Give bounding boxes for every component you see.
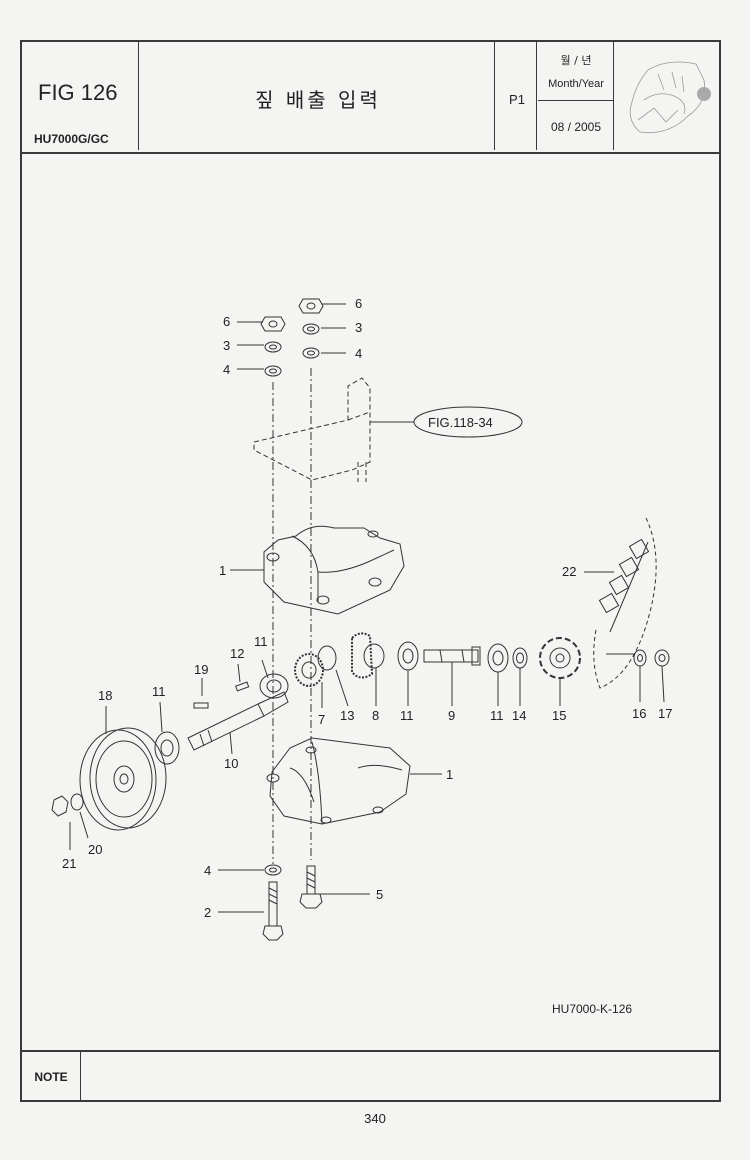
sprocket-icon: [539, 637, 581, 679]
callout-label: 11: [152, 684, 166, 699]
page-frame: FIG 126 HU7000G/GC 짚 배출 입력 P1 월 / 년 Mont…: [20, 40, 721, 1102]
pinion-gear-icon: [294, 653, 324, 687]
model-name: HU7000G/GC: [34, 132, 109, 146]
chain-loop-outline: [593, 517, 657, 689]
callout-label: 11: [490, 708, 504, 723]
figure-reference-oval: [413, 406, 523, 438]
bearing-icon: [397, 641, 419, 671]
callout-label: 7: [318, 712, 325, 727]
callout-label: 10: [224, 756, 238, 771]
chain-icon: [598, 538, 650, 633]
callout-label: 11: [400, 708, 414, 723]
washer-icon: [264, 365, 282, 377]
nut-icon: [51, 795, 69, 817]
washer-icon: [302, 347, 320, 359]
page-number: 340: [364, 1111, 386, 1126]
input-shaft-icon: [187, 691, 289, 751]
divider: [536, 42, 537, 150]
callout-label: 5: [376, 887, 383, 902]
exploded-parts-diagram: 6 3 4 6 3 4 FIG.118-34 1 22 11 12 19 18 …: [51, 296, 672, 941]
callout-label: 3: [355, 320, 362, 335]
callout-label: 2: [204, 905, 211, 920]
bolt-icon: [299, 865, 323, 909]
divider: [138, 42, 139, 150]
callout-label: 13: [340, 708, 354, 723]
month-year-label-ko: 월 / 년: [560, 54, 592, 67]
callout-label: 4: [223, 362, 230, 377]
key-icon: [193, 702, 209, 709]
key-icon: [235, 681, 250, 692]
callout-label: 15: [552, 708, 566, 723]
note-label: NOTE: [22, 1052, 81, 1102]
bracket-reference-outline: [253, 377, 371, 482]
gear-case-lower-icon: [266, 737, 411, 825]
pulley-icon: [79, 727, 167, 831]
month-year-box: 월 / 년 Month/Year 08 / 2005: [538, 42, 614, 150]
callout-label: 11: [254, 634, 268, 649]
note-row: NOTE: [22, 1050, 719, 1102]
bevel-gear-icon: [351, 632, 385, 679]
page-code: P1: [509, 92, 525, 107]
callout-label: 6: [223, 314, 230, 329]
divider: [613, 42, 614, 150]
figure-reference-label: FIG.118-34: [428, 415, 493, 430]
spring-washer-icon: [264, 341, 282, 353]
bearing-icon: [487, 643, 509, 673]
callout-label: 6: [355, 296, 362, 311]
callout-label: 20: [88, 842, 102, 857]
divider: [538, 100, 614, 101]
collar-icon: [512, 647, 528, 669]
circlip-icon: [317, 645, 337, 671]
callout-label: 22: [562, 564, 576, 579]
callout-label: 1: [219, 563, 226, 578]
callout-label: 17: [658, 706, 672, 721]
callout-label: 19: [194, 662, 208, 677]
callout-label: 16: [632, 706, 646, 721]
figure-title: FIG 126: [38, 80, 118, 105]
drawing-code: HU7000-K-126: [552, 1002, 633, 1016]
callout-label: 4: [355, 346, 362, 361]
callout-label: 8: [372, 708, 379, 723]
nut-icon: [260, 316, 286, 332]
shaft-icon: [423, 646, 481, 666]
callout-label: 14: [512, 708, 526, 723]
bearing-icon: [259, 673, 289, 699]
nut-icon: [298, 298, 324, 314]
gear-case-upper-icon: [263, 525, 405, 615]
stud-bolt-icon: [262, 881, 284, 941]
header-block: FIG 126 HU7000G/GC 짚 배출 입력 P1 월 / 년 Mont…: [22, 42, 719, 154]
callout-label: 4: [204, 863, 211, 878]
callout-label: 18: [98, 688, 112, 703]
bearing-icon: [154, 731, 180, 765]
nut-icon: [654, 649, 670, 667]
page-title: 짚 배출 입력: [255, 88, 381, 112]
callout-label: 1: [446, 767, 453, 782]
revision-date: 08 / 2005: [550, 120, 602, 134]
callout-label: 9: [448, 708, 455, 723]
washer-icon: [70, 793, 84, 811]
callout-label: 3: [223, 338, 230, 353]
divider: [494, 42, 495, 150]
washer-icon: [633, 649, 647, 667]
callout-label: 12: [230, 646, 244, 661]
washer-icon: [264, 864, 282, 876]
callout-label: 21: [62, 856, 76, 871]
approval-stamp: [629, 61, 711, 134]
spring-washer-icon: [302, 323, 320, 335]
month-year-label-en: Month/Year: [548, 78, 604, 90]
